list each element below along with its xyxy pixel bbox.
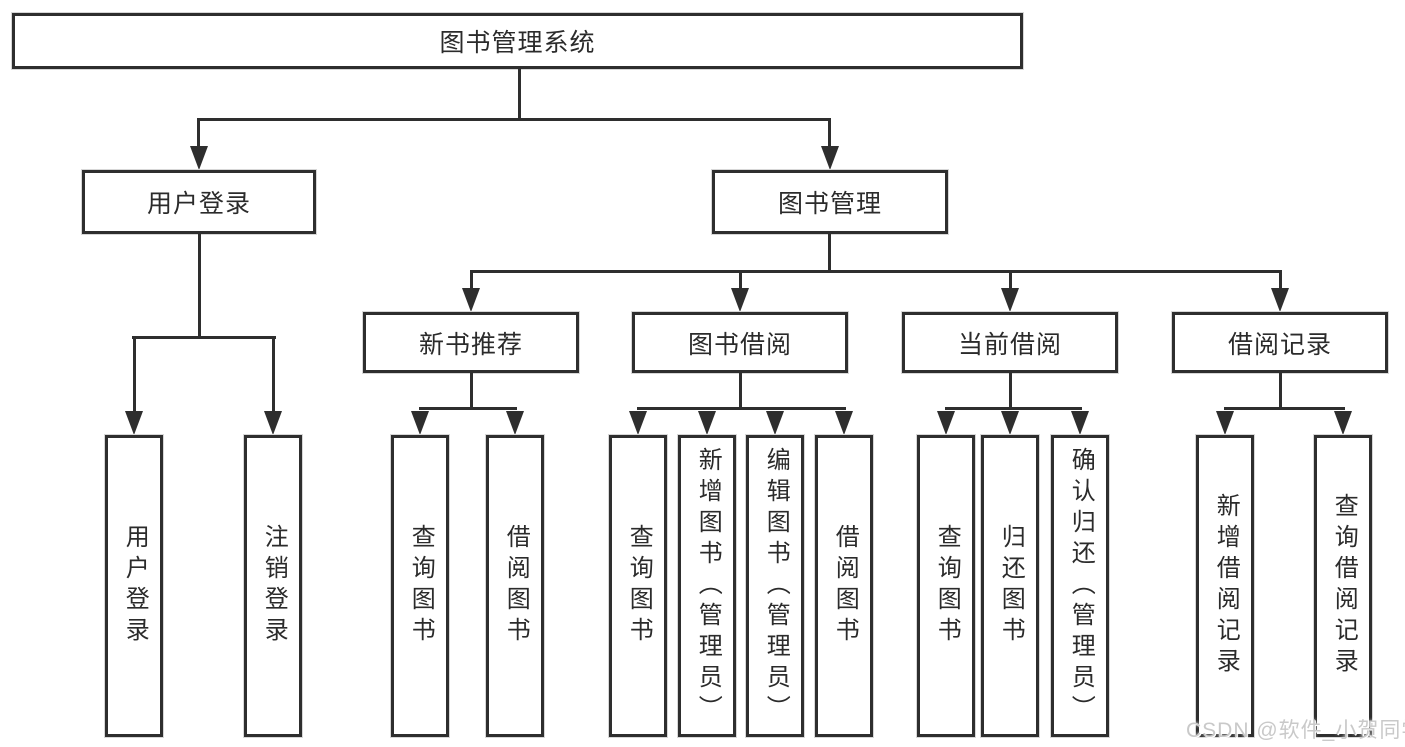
connector-line	[1279, 373, 1282, 409]
arrow-down-icon	[411, 411, 429, 435]
connector-line	[272, 339, 275, 411]
node-leaf-borrow-books-2: 借阅图书	[815, 435, 873, 737]
connector-line	[419, 407, 517, 410]
node-leaf-borrow-books-1: 借阅图书	[486, 435, 544, 737]
node-leaf-query-books-3: 查询图书	[917, 435, 975, 737]
arrow-down-icon	[462, 288, 480, 312]
arrow-down-icon	[1001, 411, 1019, 435]
arrow-down-icon	[1216, 411, 1234, 435]
arrow-down-icon	[1334, 411, 1352, 435]
node-user-login: 用户登录	[82, 170, 316, 234]
connector-line	[1224, 407, 1345, 410]
connector-line	[518, 69, 521, 119]
node-borrowing-records: 借阅记录	[1172, 312, 1388, 373]
connector-line	[1009, 273, 1012, 289]
node-leaf-add-borrow-record: 新增借阅记录	[1196, 435, 1254, 737]
connector-line	[133, 339, 136, 411]
arrow-down-icon	[731, 288, 749, 312]
connector-line	[739, 273, 742, 289]
node-current-borrowing: 当前借阅	[902, 312, 1118, 373]
arrow-down-icon	[629, 411, 647, 435]
connector-line	[197, 121, 200, 148]
arrow-down-icon	[506, 411, 524, 435]
connector-line	[739, 373, 742, 409]
connector-line	[197, 118, 831, 121]
node-root: 图书管理系统	[12, 13, 1023, 69]
arrow-down-icon	[766, 411, 784, 435]
connector-line	[470, 373, 473, 409]
connector-line	[828, 121, 831, 148]
arrow-down-icon	[835, 411, 853, 435]
arrow-down-icon	[125, 411, 143, 435]
arrow-down-icon	[821, 146, 839, 170]
arrow-down-icon	[1001, 288, 1019, 312]
connector-line	[945, 407, 1082, 410]
node-leaf-add-books-admin: 新增图书（管理员）	[678, 435, 736, 737]
csdn-watermark: CSDN @软件_小贺同学	[1186, 719, 1405, 742]
arrow-down-icon	[190, 146, 208, 170]
connector-line	[828, 234, 831, 273]
arrow-down-icon	[937, 411, 955, 435]
arrow-down-icon	[264, 411, 282, 435]
arrow-down-icon	[698, 411, 716, 435]
node-leaf-return-books: 归还图书	[981, 435, 1039, 737]
node-leaf-confirm-return-admin: 确认归还（管理员）	[1051, 435, 1109, 737]
arrow-down-icon	[1071, 411, 1089, 435]
node-leaf-edit-books-admin: 编辑图书（管理员）	[746, 435, 804, 737]
connector-line	[1009, 373, 1012, 409]
node-book-borrowing: 图书借阅	[632, 312, 848, 373]
connector-line	[198, 234, 201, 336]
node-leaf-user-login: 用户登录	[105, 435, 163, 737]
arrow-down-icon	[1271, 288, 1289, 312]
node-book-management: 图书管理	[712, 170, 948, 234]
connector-line	[1279, 273, 1282, 289]
node-leaf-query-books-1: 查询图书	[391, 435, 449, 737]
connector-line	[637, 407, 846, 410]
connector-line	[470, 273, 473, 289]
connector-line	[132, 336, 276, 339]
node-leaf-logout: 注销登录	[244, 435, 302, 737]
node-new-book-recommend: 新书推荐	[363, 312, 579, 373]
node-leaf-query-books-2: 查询图书	[609, 435, 667, 737]
node-leaf-query-borrow-record: 查询借阅记录	[1314, 435, 1372, 737]
connector-line	[470, 270, 1282, 273]
